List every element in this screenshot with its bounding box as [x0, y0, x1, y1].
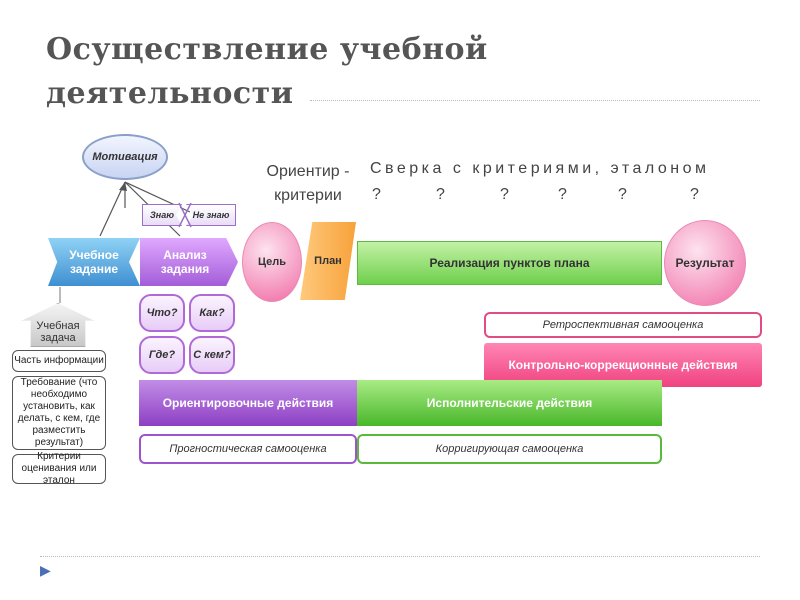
task-analysis-node: Анализ задания [140, 238, 238, 286]
question-mark: ? [690, 186, 699, 203]
question-what: Что? [139, 294, 185, 332]
result-node: Результат [664, 220, 746, 306]
learning-task-node: Учебное задание [48, 238, 140, 286]
question-how: Как? [189, 294, 235, 332]
motivation-node: Мотивация [82, 134, 168, 180]
question-mark: ? [436, 186, 445, 203]
requirement-box: Требование (что необходимо установить, к… [12, 376, 106, 450]
orient-criteria-header: Ориентир - критерии [266, 163, 350, 204]
footer-divider [40, 556, 760, 557]
triangle-bullet-icon: ▶ [40, 562, 51, 578]
check-criteria-header: Сверка с критериями, эталоном [370, 160, 710, 177]
control-correction-actions: Контрольно-коррекционные действия [484, 343, 762, 387]
goal-node: Цель [242, 222, 302, 302]
orienting-actions-bar: Ориентировочные действия [139, 380, 357, 426]
criteria-box: Критерии оценивания или эталон [12, 451, 106, 486]
title-divider [310, 100, 760, 101]
corrective-self-assessment: Корригирующая самооценка [357, 434, 662, 464]
retrospective-self-assessment: Ретроспективная самооценка [484, 312, 762, 338]
know-tag: Знаю [142, 204, 182, 226]
question-with-whom: С кем? [189, 336, 235, 374]
question-mark: ? [558, 186, 567, 203]
info-part-box: Часть информации [12, 350, 106, 372]
dont-know-tag: Не знаю [186, 204, 236, 226]
question-where: Где? [139, 336, 185, 374]
executive-actions-bar: Исполнительские действия [357, 380, 662, 426]
question-mark: ? [500, 186, 509, 203]
prognostic-self-assessment: Прогностическая самооценка [139, 434, 357, 464]
cross-icon [178, 202, 192, 228]
page-title: Осуществление учебной деятельности [46, 32, 488, 111]
question-mark: ? [372, 186, 381, 203]
question-mark: ? [618, 186, 627, 203]
realization-bar: Реализация пунктов плана [357, 241, 662, 285]
